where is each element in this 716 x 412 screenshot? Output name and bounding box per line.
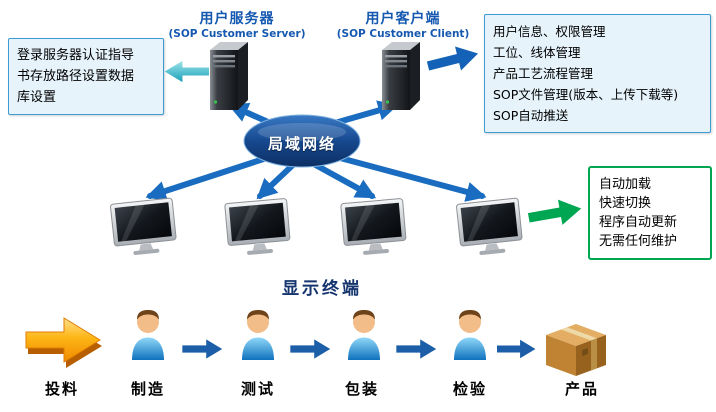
terminal-monitor-icon [455, 197, 525, 261]
client-tower-icon [374, 38, 424, 116]
server-title-block: 用户服务器 (SOP Customer Server) [162, 8, 312, 40]
terminal-monitor-icon [340, 197, 409, 260]
terminal-monitor-icon [224, 197, 293, 260]
note-line: 产品工艺流程管理 [493, 66, 594, 81]
server-note-box: 登录服务器认证指导 书存放路径设置数据 库设置 [8, 38, 164, 115]
note-line: 无需任何维护 [599, 234, 678, 249]
note-line: 登录服务器认证指导 [17, 48, 135, 63]
worker-person-icon [340, 306, 388, 360]
worker-person-icon [124, 306, 172, 360]
step-label: 投料 [44, 380, 79, 398]
flow-arrow-icon [182, 337, 224, 361]
note-line: 自动加载 [599, 177, 652, 192]
terminal-note-box: 自动加载 快速切换 程序自动更新 无需任何维护 [588, 166, 712, 260]
step-label: 包装 [344, 380, 379, 398]
flow-arrow-icon [290, 337, 332, 361]
step-label: 测试 [240, 380, 275, 398]
note-line: 书存放路径设置数据 [17, 69, 135, 84]
terminals-label: 显示终端 [282, 279, 362, 299]
note-line: 用户信息、权限管理 [493, 24, 606, 39]
server-note-arrow-icon [163, 58, 209, 85]
note-line: 快速切换 [599, 196, 652, 211]
client-note-box: 用户信息、权限管理 工位、线体管理 产品工艺流程管理 SOP文件管理(版本、上传… [484, 14, 711, 133]
worker-person-icon [446, 306, 494, 360]
flow-arrow-icon [396, 337, 438, 361]
step-label: 产品 [564, 380, 599, 398]
note-line: SOP自动推送 [493, 108, 569, 123]
client-subtitle: (SOP Customer Client) [336, 28, 470, 40]
lan-label: 局域网络 [267, 135, 336, 153]
server-subtitle: (SOP Customer Server) [168, 28, 306, 40]
step-label: 制造 [130, 380, 165, 398]
server-tower-icon [202, 38, 252, 116]
flow-arrow-icon [497, 337, 537, 361]
lan-node [243, 114, 361, 168]
server-title: 用户服务器 [199, 11, 275, 27]
feed-gold-arrow-icon [25, 317, 102, 368]
terminal-monitor-icon [109, 197, 179, 261]
step-label: 检验 [452, 380, 487, 398]
note-line: 库设置 [17, 90, 57, 105]
client-title-block: 用户客户端 (SOP Customer Client) [328, 8, 478, 40]
client-title: 用户客户端 [365, 11, 441, 27]
note-line: SOP文件管理(版本、上传下载等) [493, 87, 679, 102]
worker-person-icon [234, 306, 282, 360]
product-box-icon [540, 318, 612, 378]
note-line: 程序自动更新 [599, 215, 678, 230]
note-line: 工位、线体管理 [493, 45, 581, 60]
